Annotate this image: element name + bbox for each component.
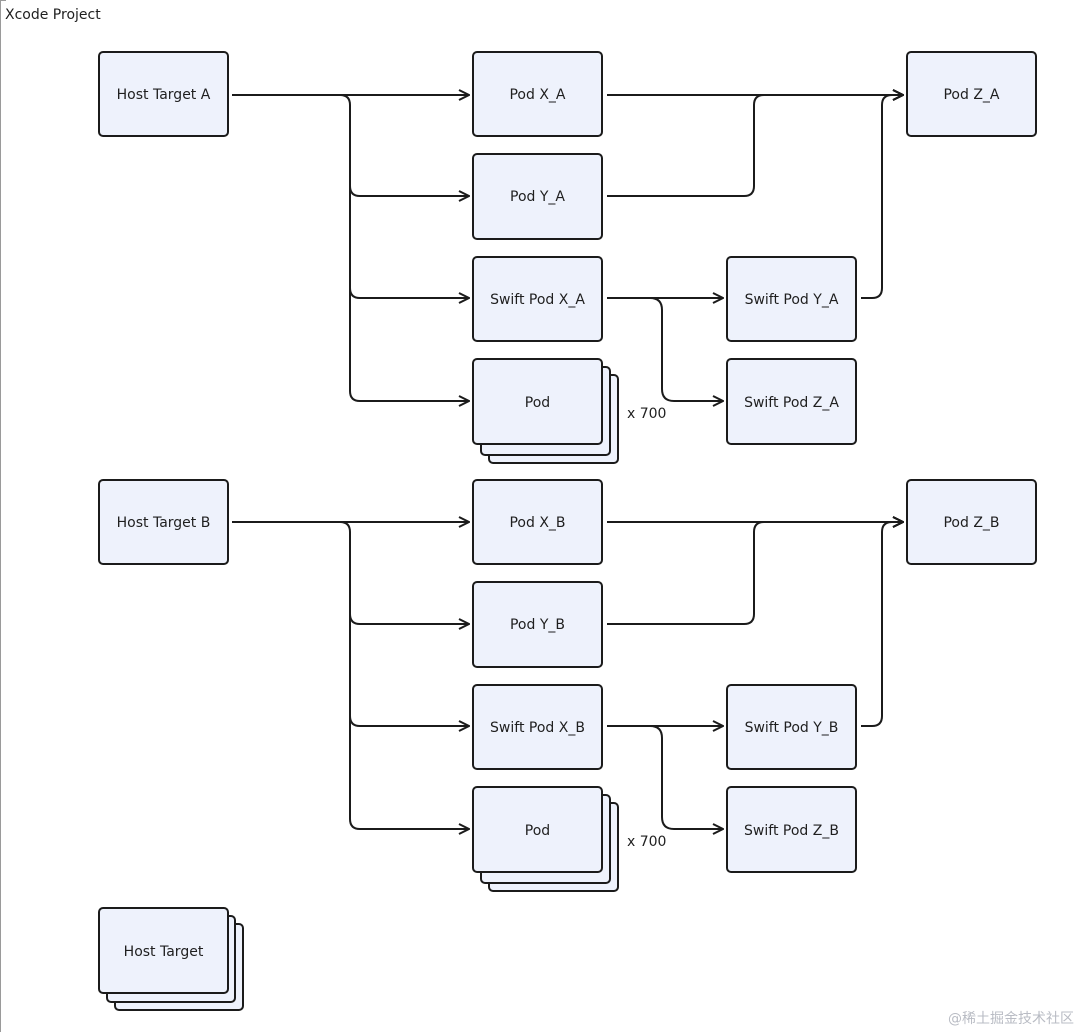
pod-count-label-a: x 700 (627, 406, 666, 422)
node-pod-x-a: Pod X_A (472, 51, 603, 137)
svg-text:Host Target B: Host Target B (117, 515, 211, 531)
svg-text:Swift Pod Y_B: Swift Pod Y_B (745, 720, 839, 736)
svg-text:Swift Pod Y_A: Swift Pod Y_A (745, 292, 839, 308)
node-swift-pod-z-a: Swift Pod Z_A (726, 358, 857, 445)
svg-text:Pod Y_A: Pod Y_A (510, 189, 565, 205)
svg-text:Pod Z_A: Pod Z_A (943, 87, 999, 103)
edge-pod-y-b-to-pod-z-b (607, 522, 903, 625)
pod-count-label-b: x 700 (627, 834, 666, 850)
svg-text:Pod X_B: Pod X_B (509, 515, 565, 531)
edge-swift-pod-y-a-to-pod-z-a (861, 95, 903, 299)
edge-host-a-to-pod-y-a (339, 94, 469, 196)
node-host-target-b: Host Target B (98, 479, 229, 565)
svg-text:Pod X_A: Pod X_A (509, 87, 565, 103)
edge-host-a-to-pod-stack-a (349, 288, 469, 401)
node-pod-stack-a: Pod (472, 358, 619, 464)
frame-border (0, 4, 1, 1032)
node-swift-pod-y-a: Swift Pod Y_A (726, 256, 857, 342)
edge-host-a-to-swift-pod-x-a (349, 186, 469, 298)
svg-text:Swift Pod Z_A: Swift Pod Z_A (744, 395, 839, 411)
edges-group-b (232, 522, 903, 829)
node-pod-z-b: Pod Z_B (906, 479, 1037, 565)
node-pod-y-b: Pod Y_B (472, 581, 603, 668)
svg-text:Swift Pod Z_B: Swift Pod Z_B (744, 823, 839, 839)
edges-group-a (232, 95, 903, 401)
svg-text:Host Target A: Host Target A (117, 87, 211, 103)
edge-swift-pod-y-b-to-pod-z-b (861, 522, 903, 727)
svg-text:Swift Pod X_A: Swift Pod X_A (490, 292, 585, 308)
edge-host-b-to-pod-stack-b (349, 716, 469, 829)
svg-text:Pod: Pod (525, 395, 550, 411)
node-swift-pod-x-b: Swift Pod X_B (472, 684, 603, 770)
node-pod-stack-b: Pod (472, 786, 619, 892)
svg-text:Host Target: Host Target (124, 944, 204, 960)
edge-host-b-to-swift-pod-x-b (349, 614, 469, 726)
watermark: @稀土掘金技术社区 (948, 1011, 1074, 1027)
node-swift-pod-x-a: Swift Pod X_A (472, 256, 603, 342)
node-pod-y-a: Pod Y_A (472, 153, 603, 240)
svg-text:Pod: Pod (525, 823, 550, 839)
node-host-target-a: Host Target A (98, 51, 229, 137)
node-swift-pod-y-b: Swift Pod Y_B (726, 684, 857, 770)
frame-corner (0, 0, 6, 6)
node-pod-z-a: Pod Z_A (906, 51, 1037, 137)
node-host-target-stack: Host Target (98, 907, 244, 1011)
svg-text:Swift Pod X_B: Swift Pod X_B (490, 720, 585, 736)
node-swift-pod-z-b: Swift Pod Z_B (726, 786, 857, 873)
edge-pod-y-a-to-pod-z-a (607, 95, 903, 197)
node-pod-x-b: Pod X_B (472, 479, 603, 565)
edge-host-b-to-pod-y-b (339, 521, 469, 624)
project-title: Xcode Project (5, 7, 101, 23)
svg-text:Pod Y_B: Pod Y_B (510, 617, 565, 633)
edge-swift-pod-x-a-to-swift-pod-z-a (649, 297, 723, 401)
svg-text:Pod Z_B: Pod Z_B (943, 515, 999, 531)
edge-swift-pod-x-b-to-swift-pod-z-b (649, 725, 723, 829)
